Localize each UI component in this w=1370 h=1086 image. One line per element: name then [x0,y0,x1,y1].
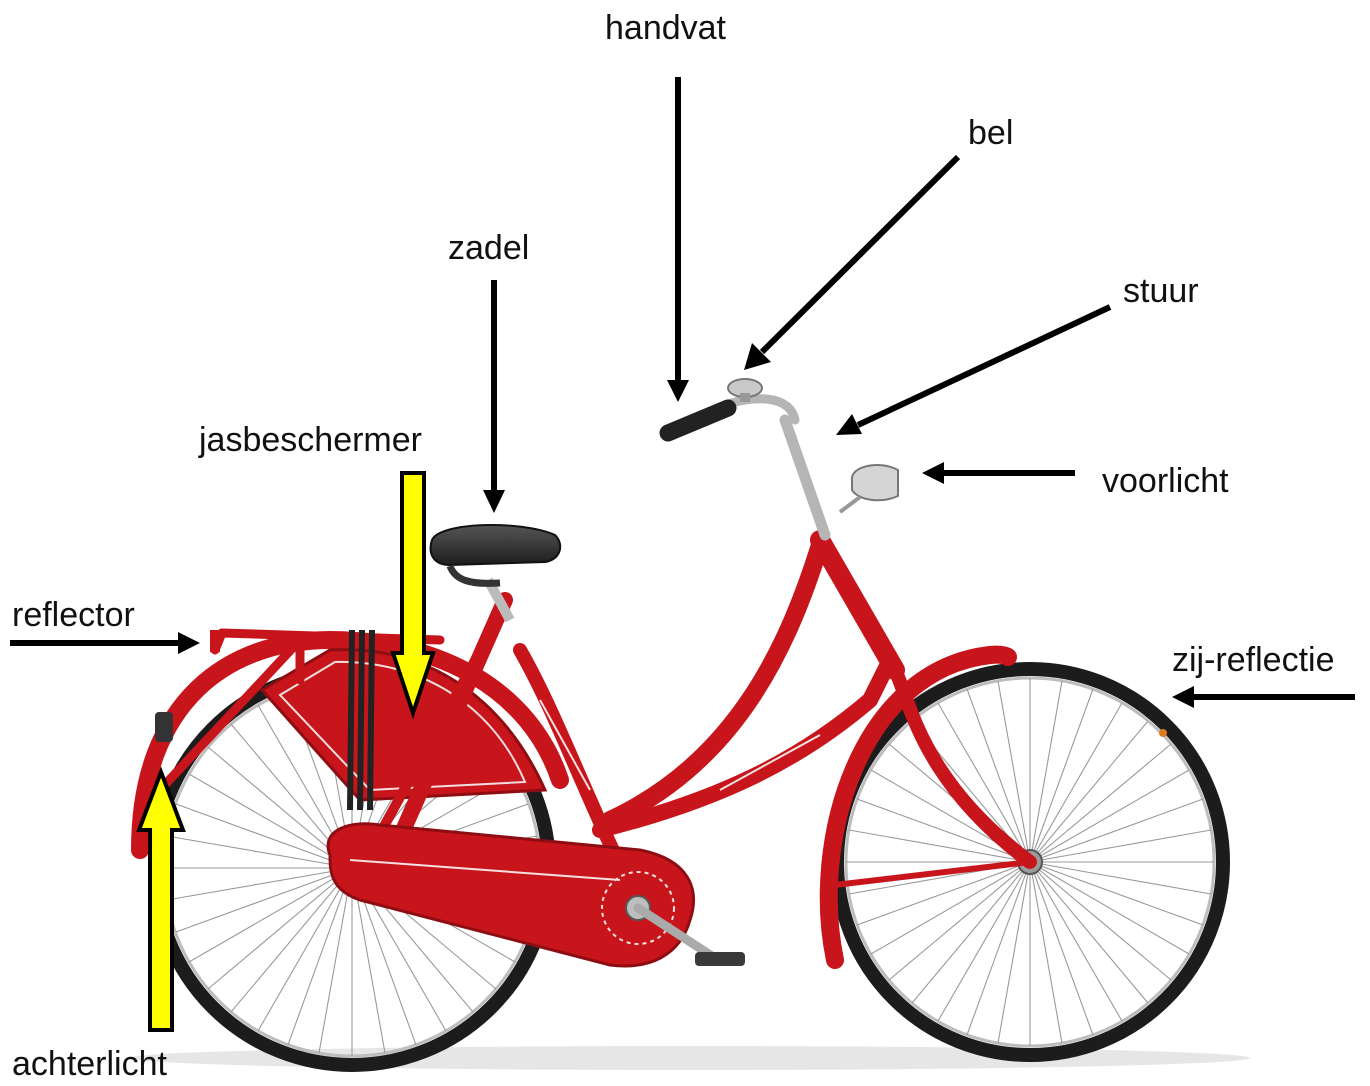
arrow-bel [762,157,958,352]
label-reflector: reflector [12,598,135,632]
grip [668,408,728,433]
chain-case [328,824,693,966]
arrow-stuur [858,307,1110,425]
label-bel: bel [968,116,1013,150]
label-voorlicht: voorlicht [1102,464,1229,498]
arrow-achterlicht [139,772,183,1030]
label-zadel: zadel [448,231,529,265]
label-handvat: handvat [605,11,726,45]
pointer-arrows [10,77,1355,708]
label-stuur: stuur [1123,274,1199,308]
rear-light [155,712,173,742]
front-lamp [840,465,898,512]
side-reflector [1159,729,1167,737]
label-achterlicht: achterlicht [12,1047,167,1081]
label-jasbeschermer: jasbeschermer [199,423,422,457]
rear-reflector [210,630,220,652]
saddle [431,525,561,583]
pedal [695,952,745,966]
label-zij-reflectie: zij-reflectie [1172,643,1334,677]
arrow-jasbeschermer [393,473,433,713]
